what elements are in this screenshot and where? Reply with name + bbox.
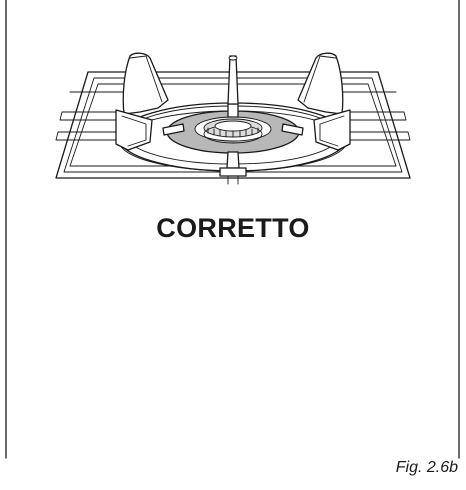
caption-correct: CORRETTO	[156, 213, 310, 243]
hob-top-view	[55, 52, 411, 185]
figure-reference: Fig. 2.6b	[395, 459, 458, 476]
figure-frame	[5, 0, 460, 459]
